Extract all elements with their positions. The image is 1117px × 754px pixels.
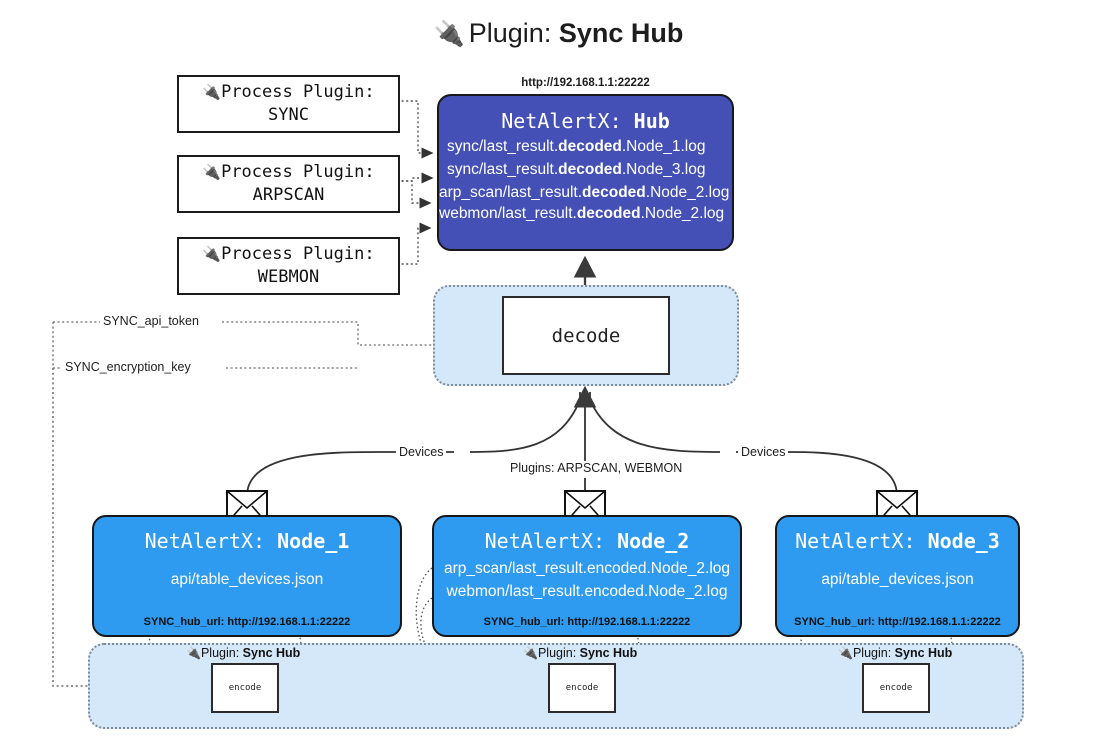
encode-box-node-3[interactable]: encode [862, 663, 930, 713]
node-title: NetAlertX: Node_3 [795, 529, 1000, 553]
process-plugin-box-arpscan[interactable]: 🔌Process Plugin: ARPSCAN [177, 155, 400, 213]
plugin-label-node-3: 🔌Plugin: Sync Hub [838, 646, 953, 660]
node-title: NetAlertX: Node_2 [484, 529, 690, 553]
hub-file-row: arp_scan/last_result.decoded.Node_2.log [439, 184, 730, 201]
encode-box-node-2[interactable]: encode [548, 663, 616, 713]
decode-box[interactable]: decode [502, 296, 670, 375]
electric-plug-icon: 🔌 [202, 163, 222, 182]
process-plugin-title: Process Plugin: [221, 162, 375, 183]
hub-title-name: Hub [633, 109, 670, 133]
hub-file-row: sync/last_result.decoded.Node_3.log [447, 161, 706, 178]
process-plugin-name: WEBMON [257, 267, 320, 287]
process-plugin-box-sync[interactable]: 🔌Process Plugin: SYNC [177, 75, 400, 133]
node-file-row: api/table_devices.json [170, 571, 324, 588]
node-hub-url-label: SYNC_hub_url: http://192.168.1.1:22222 [143, 616, 351, 628]
plugin-label-node-2: 🔌Plugin: Sync Hub [523, 646, 638, 660]
devices-label-right: Devices [738, 445, 789, 459]
hub-file-row: sync/last_result.decoded.Node_1.log [447, 138, 706, 155]
process-plugin-title: Process Plugin: [221, 244, 375, 265]
node-title: NetAlertX: Node_1 [144, 529, 350, 553]
devices-label-left: Devices [396, 445, 447, 459]
node-box-node-2[interactable]: NetAlertX: Node_2 arp_scan/last_result.e… [432, 515, 742, 637]
electric-plug-icon: 🔌 [523, 646, 538, 660]
node-box-node-1[interactable]: NetAlertX: Node_1 api/table_devices.json… [92, 515, 402, 637]
encode-box-node-1[interactable]: encode [211, 663, 279, 713]
page-title: 🔌Plugin: Sync Hub [0, 18, 1117, 49]
process-plugin-box-webmon[interactable]: 🔌Process Plugin: WEBMON [177, 237, 400, 295]
node-hub-url-label: SYNC_hub_url: http://192.168.1.1:22222 [794, 616, 1001, 628]
electric-plug-icon: 🔌 [202, 245, 222, 264]
electric-plug-icon: 🔌 [433, 20, 465, 48]
plugin-label-node-1: 🔌Plugin: Sync Hub [186, 646, 301, 660]
sync-api-token-label: SYNC_api_token [100, 314, 202, 328]
electric-plug-icon: 🔌 [186, 646, 201, 660]
hub-node-box[interactable]: NetAlertX: Hub sync/last_result.decoded.… [437, 94, 734, 251]
page-title-name: Sync Hub [558, 18, 684, 48]
node-file-row: webmon/last_result.encoded.Node_2.log [446, 583, 728, 600]
hub-file-row: webmon/last_result.decoded.Node_2.log [439, 205, 725, 222]
hub-title: NetAlertX: Hub [439, 109, 732, 133]
process-plugin-name: ARPSCAN [252, 185, 325, 205]
node-file-row: api/table_devices.json [821, 571, 974, 588]
sync-encryption-key-label: SYNC_encryption_key [62, 360, 194, 374]
plugins-label-center: Plugins: ARPSCAN, WEBMON [507, 461, 686, 475]
electric-plug-icon: 🔌 [838, 646, 853, 660]
hub-url-label: http://192.168.1.1:22222 [521, 77, 650, 89]
page-title-prefix: Plugin: [468, 18, 559, 48]
process-plugin-name: SYNC [268, 105, 309, 125]
electric-plug-icon: 🔌 [202, 83, 222, 102]
node-hub-url-label: SYNC_hub_url: http://192.168.1.1:22222 [483, 616, 691, 628]
node-box-node-3[interactable]: NetAlertX: Node_3 api/table_devices.json… [775, 515, 1020, 637]
hub-title-prefix: NetAlertX: [501, 109, 634, 133]
node-file-row: arp_scan/last_result.encoded.Node_2.log [443, 560, 731, 577]
process-plugin-title: Process Plugin: [221, 82, 375, 103]
